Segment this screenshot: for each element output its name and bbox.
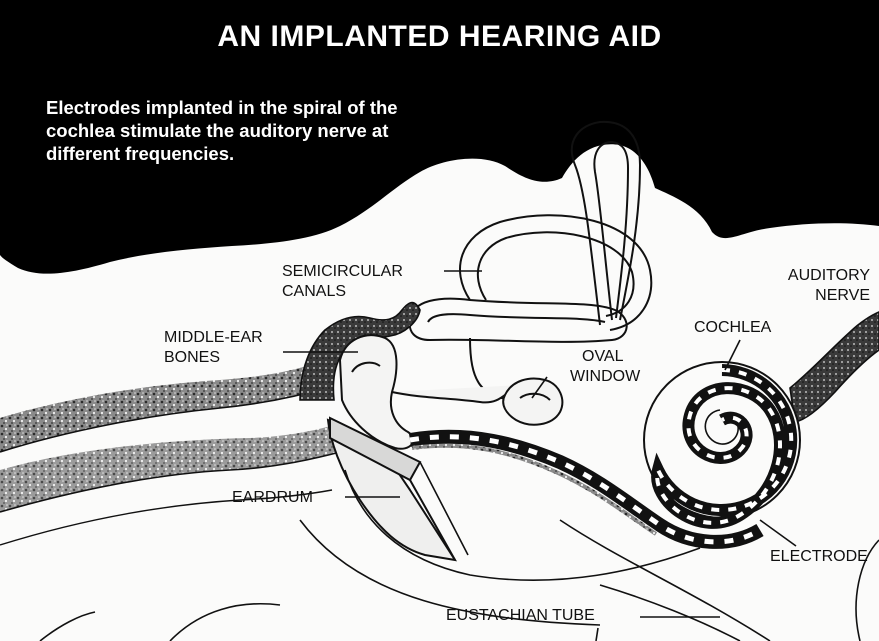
cochlea-drawing [644,362,800,523]
label-auditory-nerve: AUDITORY NERVE [766,266,870,306]
label-semicircular-canals-line1: SEMICIRCULAR [282,262,403,282]
label-oval-window-line2: WINDOW [570,367,640,387]
leader-electrode [760,520,796,546]
label-auditory-nerve-line1: AUDITORY [766,266,870,286]
label-eustachian-tube: EUSTACHIAN TUBE [446,606,595,626]
diagram-caption: Electrodes implanted in the spiral of th… [46,96,446,165]
label-auditory-nerve-line2: NERVE [766,286,870,306]
label-middle-ear-bones: MIDDLE-EAR BONES [164,328,263,368]
label-middle-ear-bones-line2: BONES [164,348,263,368]
label-semicircular-canals: SEMICIRCULAR CANALS [282,262,403,302]
label-electrode: ELECTRODE [770,547,868,567]
label-middle-ear-bones-line1: MIDDLE-EAR [164,328,263,348]
eustachian-tube-drop [596,628,598,641]
label-cochlea: COCHLEA [694,318,771,338]
label-semicircular-canals-line2: CANALS [282,282,403,302]
oval-window-drawing [503,379,562,425]
label-oval-window: OVAL WINDOW [570,347,640,387]
label-oval-window-line1: OVAL [570,347,640,367]
auditory-nerve-drawing [790,312,879,422]
diagram-title: AN IMPLANTED HEARING AID [0,20,879,54]
label-eardrum: EARDRUM [232,488,313,508]
